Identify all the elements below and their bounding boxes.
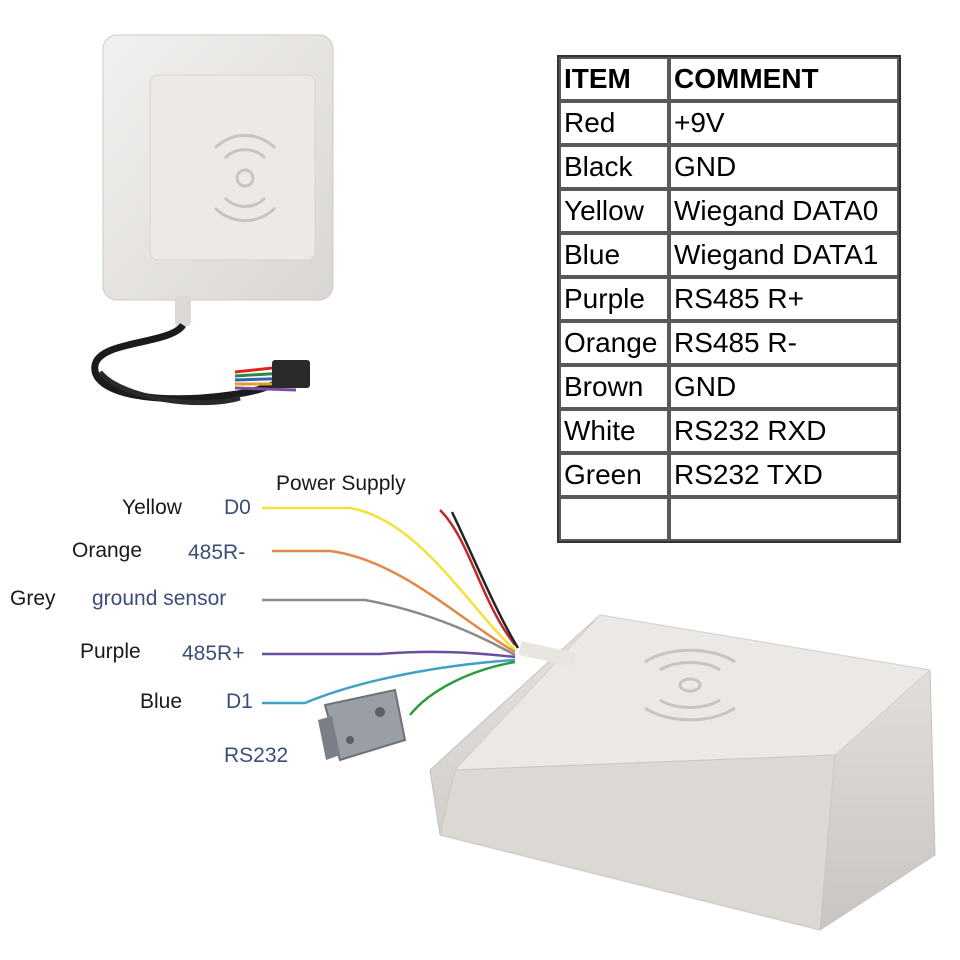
wire-color-cell: Red: [559, 101, 669, 145]
wire-function-cell: GND: [669, 145, 899, 189]
wire-color-label-grey: Grey: [10, 587, 56, 610]
table-row: Yellow Wiegand DATA0: [559, 189, 899, 233]
rfid-wave-icon-iso: [644, 648, 736, 722]
rfid-wave-icon: [213, 133, 277, 223]
wire-signal-label-ground-sensor: ground sensor: [92, 587, 227, 610]
wire-function-cell: Wiegand DATA1: [669, 233, 899, 277]
wire-color-cell: Black: [559, 145, 669, 189]
column-header-item: ITEM: [559, 57, 669, 101]
wire-signal-label-485r-minus: 485R-: [188, 541, 246, 564]
wire-blue: [262, 658, 516, 705]
table-row: Brown GND: [559, 365, 899, 409]
reader-photo-front: [91, 34, 334, 406]
table-row: Purple RS485 R+: [559, 277, 899, 321]
wire-color-cell: White: [559, 409, 669, 453]
wire-function-cell: RS485 R+: [669, 277, 899, 321]
table-row: Red +9V: [559, 101, 899, 145]
table-row: Blue Wiegand DATA1: [559, 233, 899, 277]
wire-color-cell: [559, 497, 669, 541]
wire-signal-label-d1: D1: [226, 690, 253, 713]
wire-function-cell: RS232 RXD: [669, 409, 899, 453]
table-row: Green RS232 TXD: [559, 453, 899, 497]
wire-signal-label-d0: D0: [224, 496, 251, 519]
wire-function-cell: GND: [669, 365, 899, 409]
table-row: Orange RS485 R-: [559, 321, 899, 365]
wire-power-black: [450, 511, 520, 649]
wire-yellow: [262, 506, 516, 651]
reader-photo-iso: [429, 614, 936, 931]
wire-color-cell: Brown: [559, 365, 669, 409]
wire-function-cell: +9V: [669, 101, 899, 145]
rs232-connector-label: RS232: [224, 744, 289, 767]
table-row-empty: [559, 497, 899, 541]
wire-grey: [262, 598, 516, 657]
wire-orange: [272, 549, 516, 654]
table-row: White RS232 RXD: [559, 409, 899, 453]
wire-color-cell: Orange: [559, 321, 669, 365]
wire-function-cell: RS485 R-: [669, 321, 899, 365]
wire-function-cell: [669, 497, 899, 541]
power-supply-label: Power Supply: [276, 472, 406, 495]
wire-color-cell: Yellow: [559, 189, 669, 233]
wire-color-label-orange: Orange: [72, 539, 143, 562]
table-header-row: ITEM COMMENT: [559, 57, 899, 101]
wire-signal-label-485r-plus: 485R+: [182, 642, 245, 665]
wire-power-red: [439, 509, 516, 646]
wire-color-label-yellow: Yellow: [122, 496, 182, 519]
wire-purple: [262, 650, 516, 659]
wire-color-label-purple: Purple: [80, 640, 141, 663]
pinout-table: ITEM COMMENT Red +9V Black GND Yellow Wi…: [557, 55, 901, 543]
wire-color-cell: Blue: [559, 233, 669, 277]
wire-color-label-blue: Blue: [140, 690, 183, 713]
column-header-comment: COMMENT: [669, 57, 899, 101]
wire-lines: [262, 506, 520, 716]
table-row: Black GND: [559, 145, 899, 189]
wire-function-cell: RS232 TXD: [669, 453, 899, 497]
wire-function-cell: Wiegand DATA0: [669, 189, 899, 233]
db9-connector-icon: [318, 688, 407, 762]
wire-color-cell: Purple: [559, 277, 669, 321]
wire-color-cell: Green: [559, 453, 669, 497]
wire-green: [409, 660, 516, 716]
